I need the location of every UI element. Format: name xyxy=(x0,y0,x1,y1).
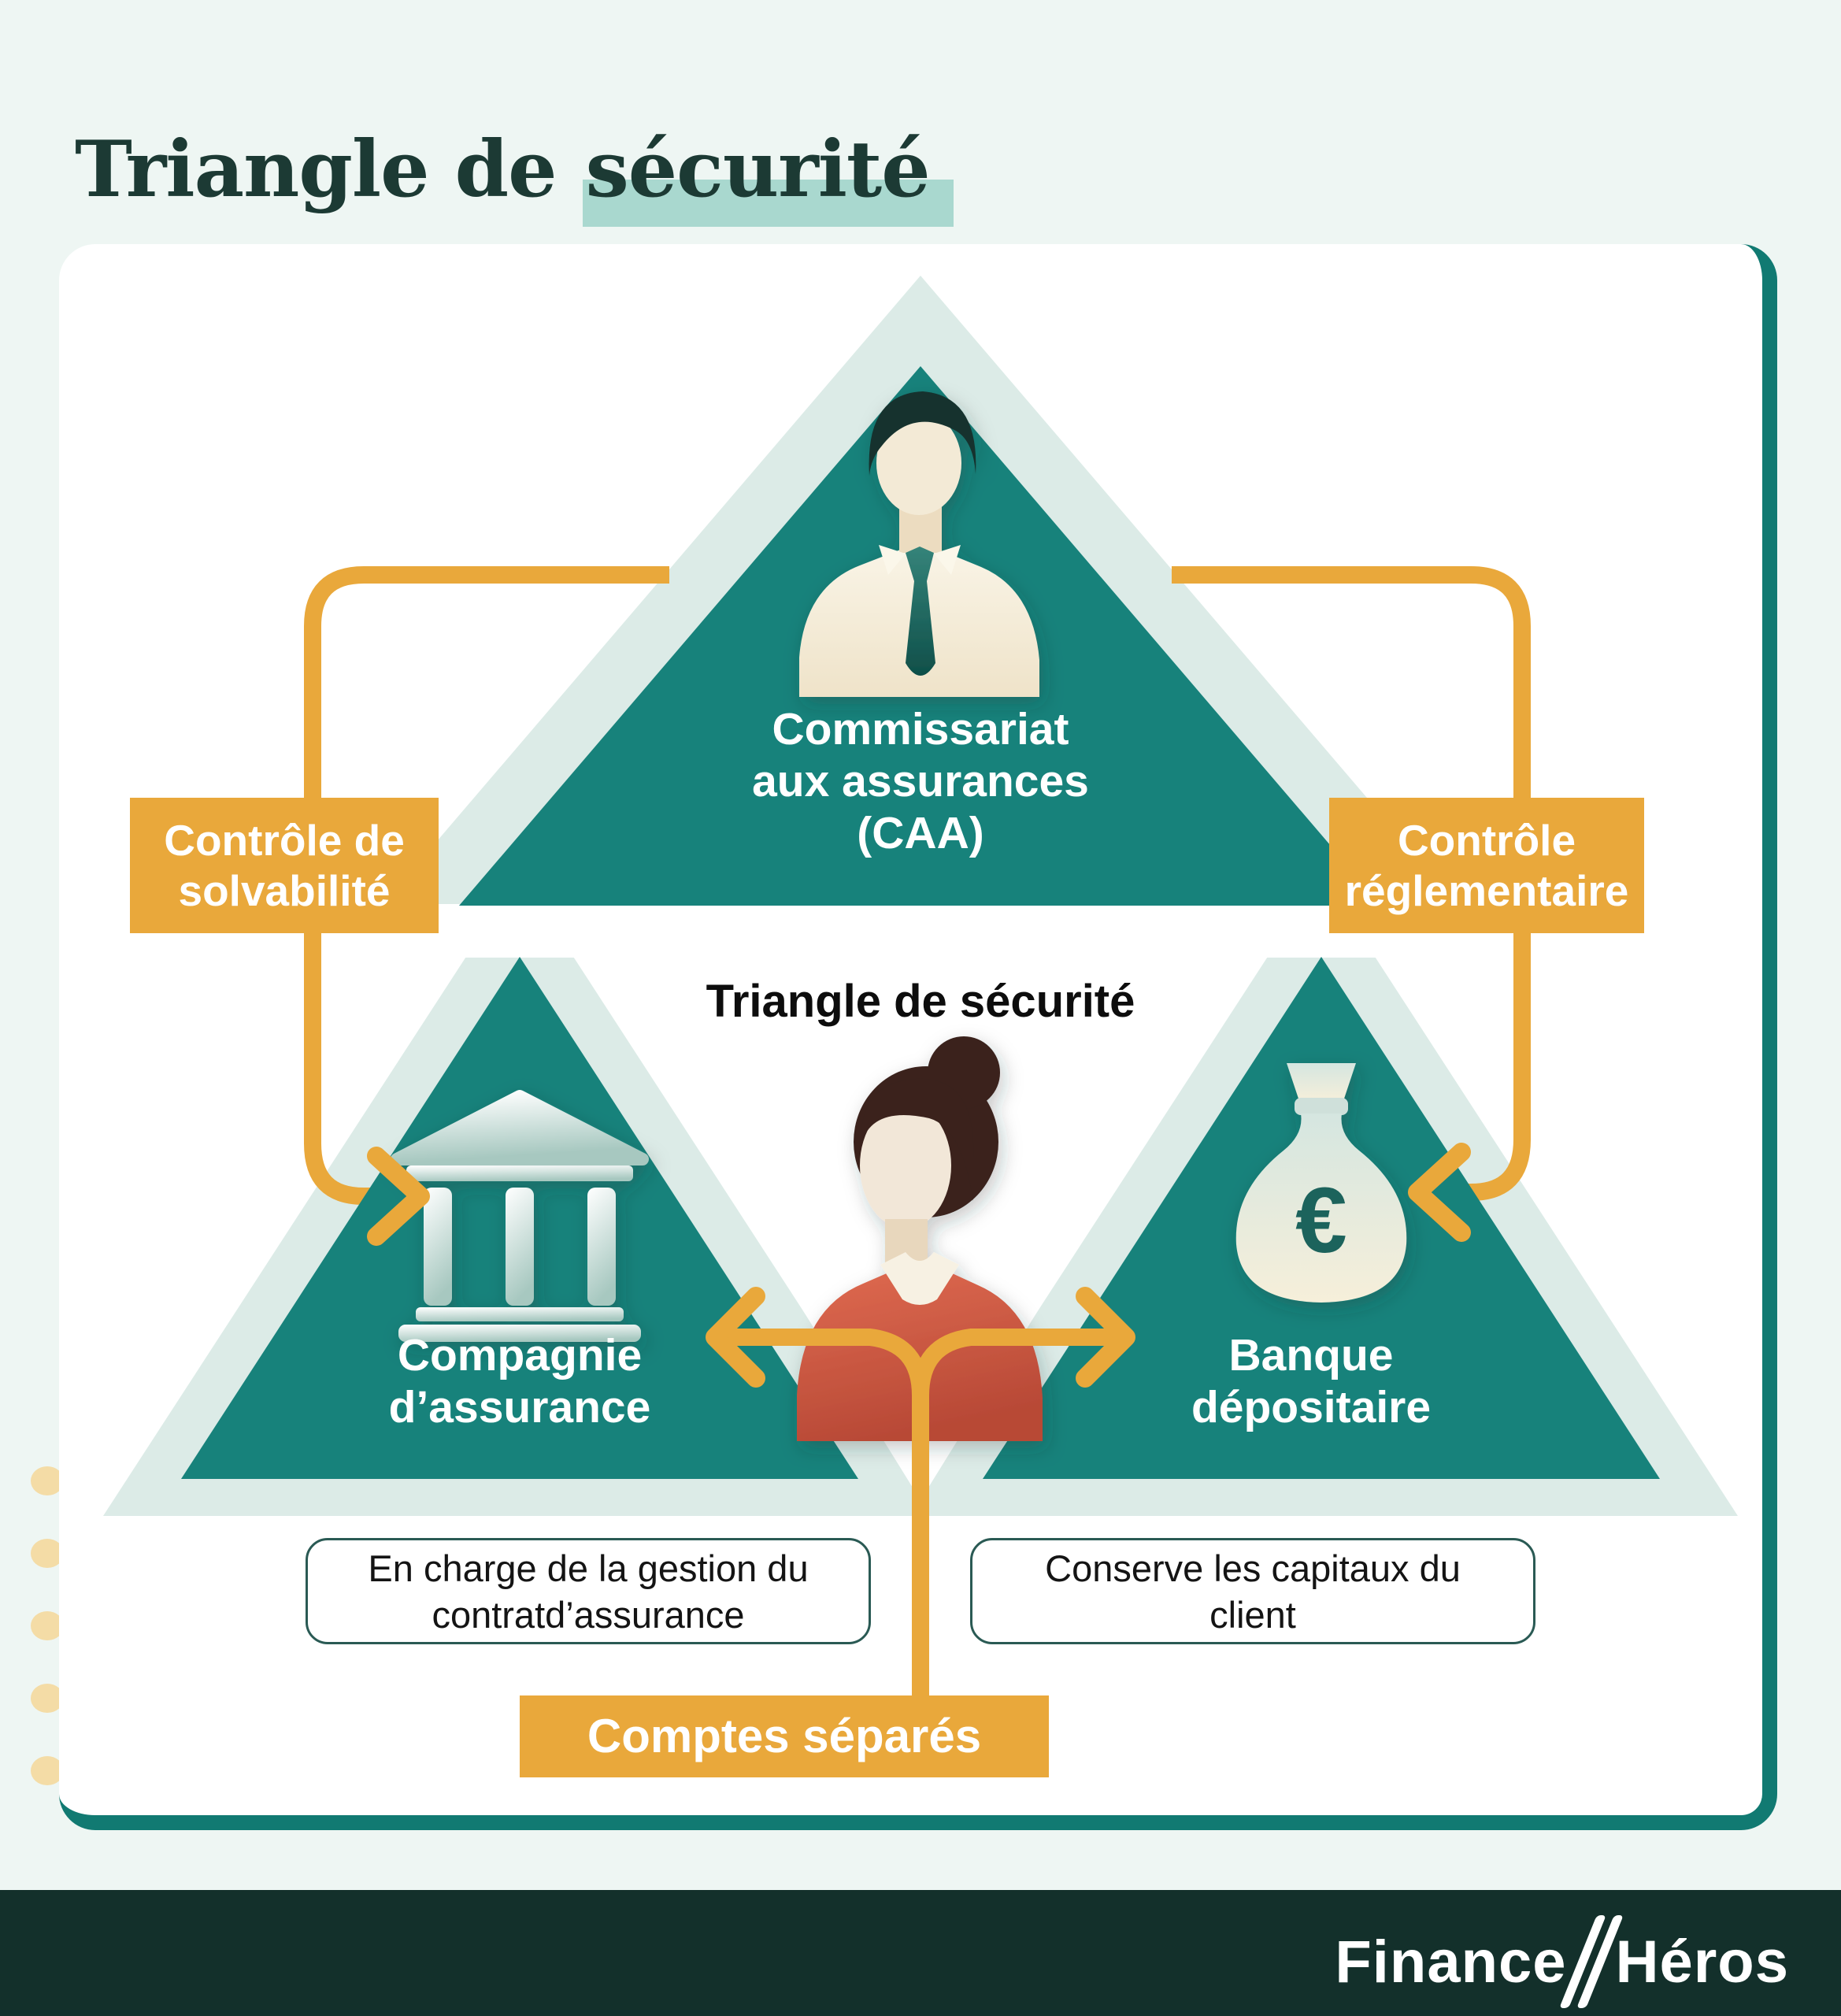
arrow-into-left-triangle-icon xyxy=(367,1147,430,1246)
brand-second-word: Héros xyxy=(1615,1929,1789,1996)
arrow-left-icon xyxy=(706,1287,765,1388)
arrow-right-icon xyxy=(1076,1287,1135,1388)
brand-logo: Finance Héros xyxy=(1335,1915,1789,2013)
brand-first-word: Finance xyxy=(1335,1929,1567,1996)
dot xyxy=(31,1466,64,1495)
dot xyxy=(31,1756,64,1785)
page-title-prefix: Triangle de xyxy=(75,124,583,215)
right-note: Conserve les capitaux du client xyxy=(970,1538,1535,1644)
right-triangle-label: Banque dépositaire xyxy=(1191,1330,1432,1432)
dot xyxy=(31,1684,64,1713)
left-control-tag: Contrôle de solvabilité xyxy=(130,798,439,933)
comptes-separes-tag: Comptes séparés xyxy=(520,1695,1049,1777)
bank-icon xyxy=(391,1090,649,1342)
arrowheads xyxy=(367,1143,1471,1388)
woman-icon xyxy=(797,1036,1043,1441)
dot xyxy=(31,1611,64,1640)
businessman-icon xyxy=(799,391,1039,697)
euro-symbol: € xyxy=(1295,1169,1347,1273)
center-connector xyxy=(728,1329,1113,1705)
footer: Finance Héros xyxy=(0,1890,1841,2016)
right-control-tag: Contrôle réglementaire xyxy=(1329,798,1644,933)
left-triangle-label: Compagnie d’assurance xyxy=(388,1330,651,1432)
center-label: Triangle de sécurité xyxy=(706,976,1135,1027)
left-note: En charge de la gestion du contratd’assu… xyxy=(306,1538,871,1644)
page-title: Triangle de sécurité xyxy=(75,124,954,228)
dot xyxy=(31,1539,64,1568)
page-title-highlight: sécurité xyxy=(582,124,954,228)
arrow-into-right-triangle-icon xyxy=(1408,1143,1471,1242)
top-triangle-label: Commissariat aux assurances (CAA) xyxy=(752,704,1089,858)
money-bag-icon: € xyxy=(1235,1063,1407,1303)
